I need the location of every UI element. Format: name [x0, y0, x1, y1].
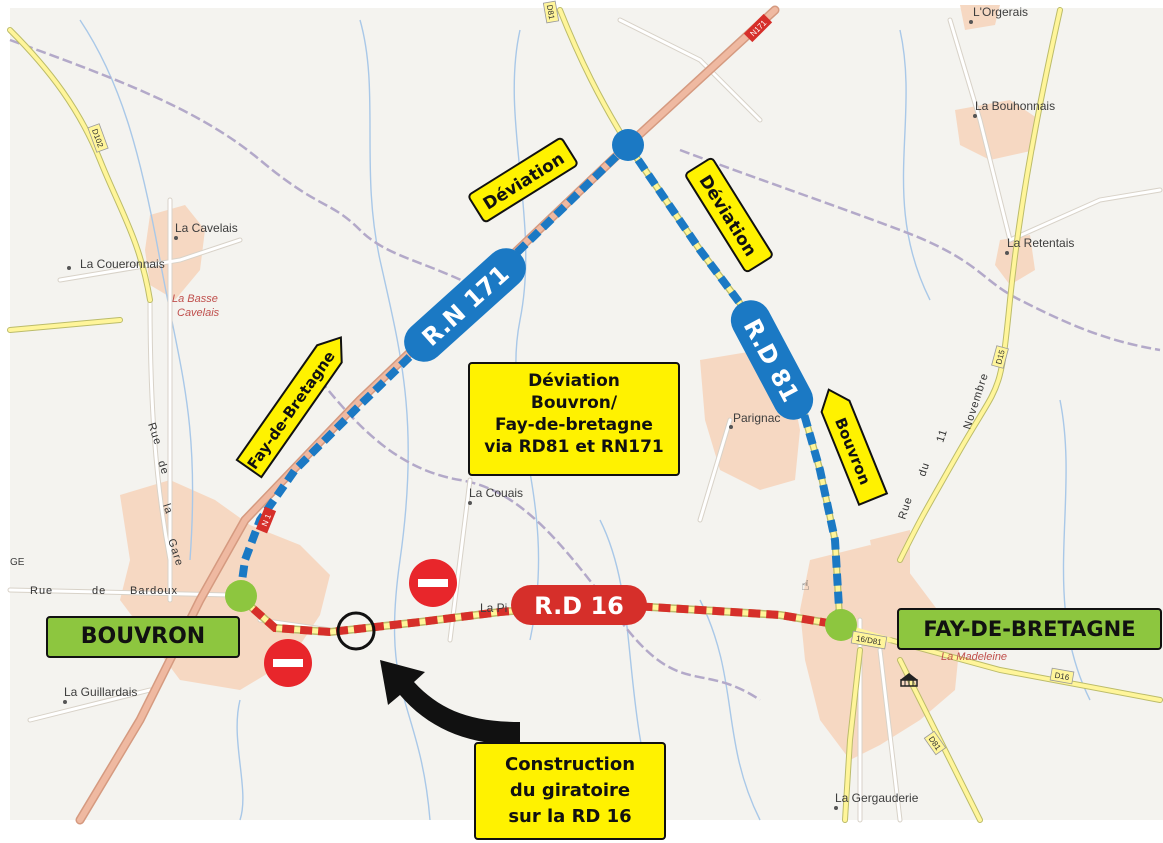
route-label-rd16: R.D 16 [511, 585, 647, 625]
place-l-orgerais: L'Orgerais [973, 5, 1028, 19]
no-entry-icon [409, 559, 457, 607]
construction-info-box: Construction du giratoire sur la RD 16 [474, 742, 666, 840]
place-parignac: Parignac [733, 411, 780, 425]
shield-d16: D16 [1049, 667, 1075, 685]
place-la-gergauderie: La Gergauderie [835, 791, 919, 805]
place-la-couais: La Couais [469, 486, 523, 500]
shield-d15-text: D15 [994, 348, 1007, 365]
boundaries [9, 38, 1161, 702]
deviation-info-box: Déviation Bouvron/ Fay-de-bretagne via R… [468, 362, 680, 476]
place-la-cavelais: La Cavelais [175, 221, 238, 235]
node-fay [825, 609, 857, 641]
place-cavelais: Cavelais [177, 307, 220, 319]
street-rue-gare-3: la [160, 502, 175, 516]
closed-road-rd16 [237, 594, 841, 637]
shield-d15: D15 [991, 345, 1009, 369]
roundabout-circle-icon [336, 611, 376, 651]
shield-d81-top-text: D81 [545, 4, 557, 21]
info-line-4: via RD81 et RN171 [484, 437, 664, 457]
shield-d81-bottom: D81 [923, 730, 947, 756]
no-entry-icon [264, 639, 312, 687]
info-line-2: Bouvron/ [530, 393, 618, 413]
street-rue-novembre-3: 11 [934, 427, 950, 443]
pointer-hand-icon: ☝ [801, 578, 810, 594]
street-rue-bardoux-3: Bardoux [130, 585, 178, 597]
shield-n1: N 1 [255, 506, 277, 534]
street-rue-novembre-2: du [916, 461, 932, 478]
construction-line-2: du giratoire [509, 780, 631, 801]
place-la-basse: La Basse [172, 293, 218, 305]
street-rue-gare-2: de [155, 459, 171, 476]
construction-line-1: Construction [504, 754, 636, 775]
node-bouvron [225, 580, 257, 612]
place-labels: L'Orgerais La Bouhonnais La Retentais La… [10, 5, 1074, 810]
town-label-bouvron: BOUVRON [46, 616, 240, 658]
shield-d16-d81: 16/D81 [850, 630, 888, 650]
route-label-rd16-text: R.D 16 [534, 592, 624, 620]
info-line-1: Déviation [528, 371, 620, 391]
shield-d81-top: D81 [542, 0, 560, 24]
place-la-pi: La Pi [480, 601, 507, 615]
construction-line-3: sur la RD 16 [508, 806, 632, 827]
town-label-fay-de-bretagne: FAY-DE-BRETAGNE [897, 608, 1162, 650]
place-la-retentais: La Retentais [1007, 236, 1074, 250]
minor-roads [7, 17, 1163, 823]
street-rue-bardoux-1: Rue [30, 585, 53, 597]
junction-node-north [612, 129, 644, 161]
curved-arrow-icon [380, 660, 520, 745]
info-line-3: Fay-de-bretagne [495, 415, 653, 435]
place-la-madeleine: La Madeleine [941, 651, 1007, 663]
church-icon [900, 673, 918, 687]
shield-d16-text: D16 [1054, 671, 1071, 683]
place-la-bouhonnais: La Bouhonnais [975, 99, 1055, 113]
streams [79, 19, 1091, 821]
place-la-coueronnais: La Coueronnais [80, 257, 165, 271]
place-la-guillardais: La Guillardais [64, 685, 137, 699]
shield-d102: D102 [87, 123, 109, 153]
street-rue-bardoux-2: de [92, 585, 106, 597]
place-ge: GE [10, 557, 25, 568]
